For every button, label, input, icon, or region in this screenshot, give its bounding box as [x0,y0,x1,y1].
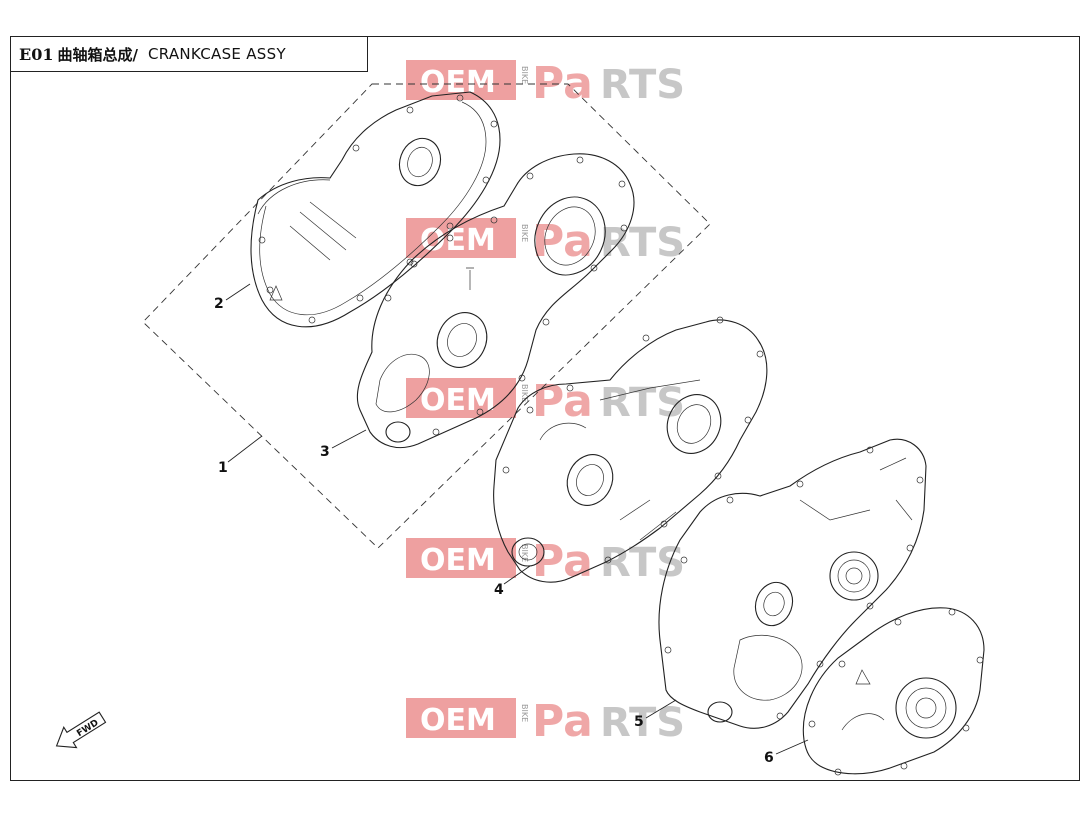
watermark-side: BIKE [520,544,529,562]
watermark-2: OEM BIKE Pa RTS [406,216,685,267]
watermark-rts: RTS [600,540,685,586]
watermark-1: OEM BIKE Pa RTS [406,58,685,109]
part-6-magneto-cover [802,607,985,776]
forward-direction-indicator: FWD [55,711,107,749]
title-english: CRANKCASE ASSY [147,45,286,63]
watermark-rts: RTS [600,700,685,746]
watermark-pa: Pa [532,216,593,267]
watermark-brand: OEM [420,703,496,738]
part-5-crankcase-right [658,438,927,729]
arrow-icon [55,711,107,749]
callout-2: 2 [214,296,224,312]
drawing-frame [10,36,1080,781]
title-code: E01 [19,44,54,64]
callout-6: 6 [764,750,774,766]
watermark-rts: RTS [600,220,685,266]
watermark-3: OEM BIKE Pa RTS [406,376,685,427]
watermark-5: OEM BIKE Pa RTS [406,696,685,747]
diagram-title: E01 曲轴箱总成/ CRANKCASE ASSY [10,36,368,72]
watermark-brand: OEM [420,65,496,100]
watermark-pa: Pa [532,696,593,747]
callout-1: 1 [218,460,228,476]
watermark-rts: RTS [600,62,685,108]
part-2-outer-cover [250,91,501,328]
watermark-brand: OEM [420,383,496,418]
watermark-side: BIKE [520,704,529,722]
callout-4: 4 [494,582,504,598]
watermark-brand: OEM [420,223,496,258]
callout-3: 3 [320,444,330,460]
assembly-group-outline [142,83,711,549]
watermark-side: BIKE [520,384,529,402]
leader-4 [503,565,531,585]
watermark-brand: OEM [420,543,496,578]
leader-5 [645,699,677,719]
part-3-inner-cover [356,153,635,449]
watermark-rts: RTS [600,380,685,426]
callouts: 1 2 3 4 5 6 [214,296,774,766]
leader-6 [775,739,809,755]
title-chinese: 曲轴箱总成/ [57,45,138,64]
callout-5: 5 [634,714,644,730]
leader-1 [227,435,263,463]
watermark-4: OEM BIKE Pa RTS [406,536,685,587]
watermark-pa: Pa [532,58,593,109]
leader-3 [331,429,367,449]
leader-lines [225,283,809,755]
watermark-side: BIKE [520,224,529,242]
leader-2 [225,283,251,301]
watermark-side: BIKE [520,66,529,84]
part-4-crankcase-left [493,316,768,583]
